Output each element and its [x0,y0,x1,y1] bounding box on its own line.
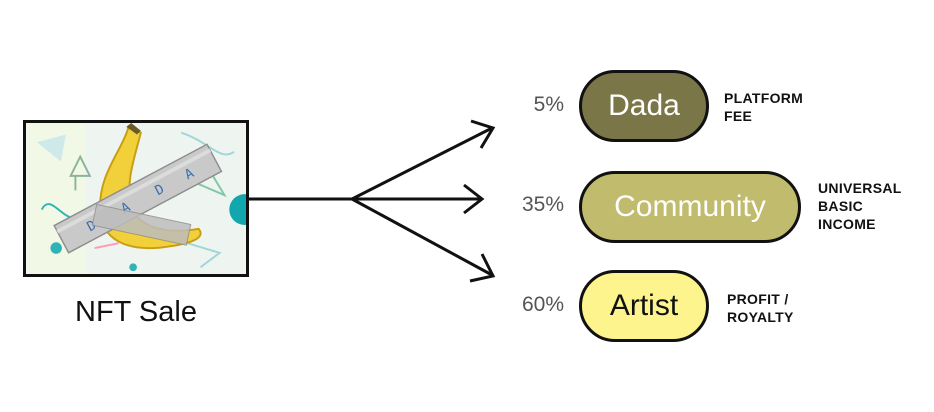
arrow-to-artist [351,197,493,277]
banana-artwork-icon: D A D A [27,123,246,274]
arrowhead-artist [469,253,496,283]
community-description: UNIVERSAL BASIC INCOME [818,180,902,232]
artist-percent: 60% [521,293,564,316]
arrow-to-dada [351,126,493,201]
arrowhead-dada [470,119,496,149]
community-percent: 35% [521,193,564,216]
dada-percent: 5% [533,93,564,116]
artist-pill: Artist [579,270,709,342]
artist-description: PROFIT / ROYALTY [727,291,794,325]
nft-sale-caption: NFT Sale [75,296,197,328]
nft-artwork-image: D A D A [23,120,249,277]
arrowhead-community [463,183,485,215]
dada-pill: Dada [579,70,709,142]
community-pill: Community [579,171,801,243]
dada-description: PLATFORM FEE [724,90,804,124]
